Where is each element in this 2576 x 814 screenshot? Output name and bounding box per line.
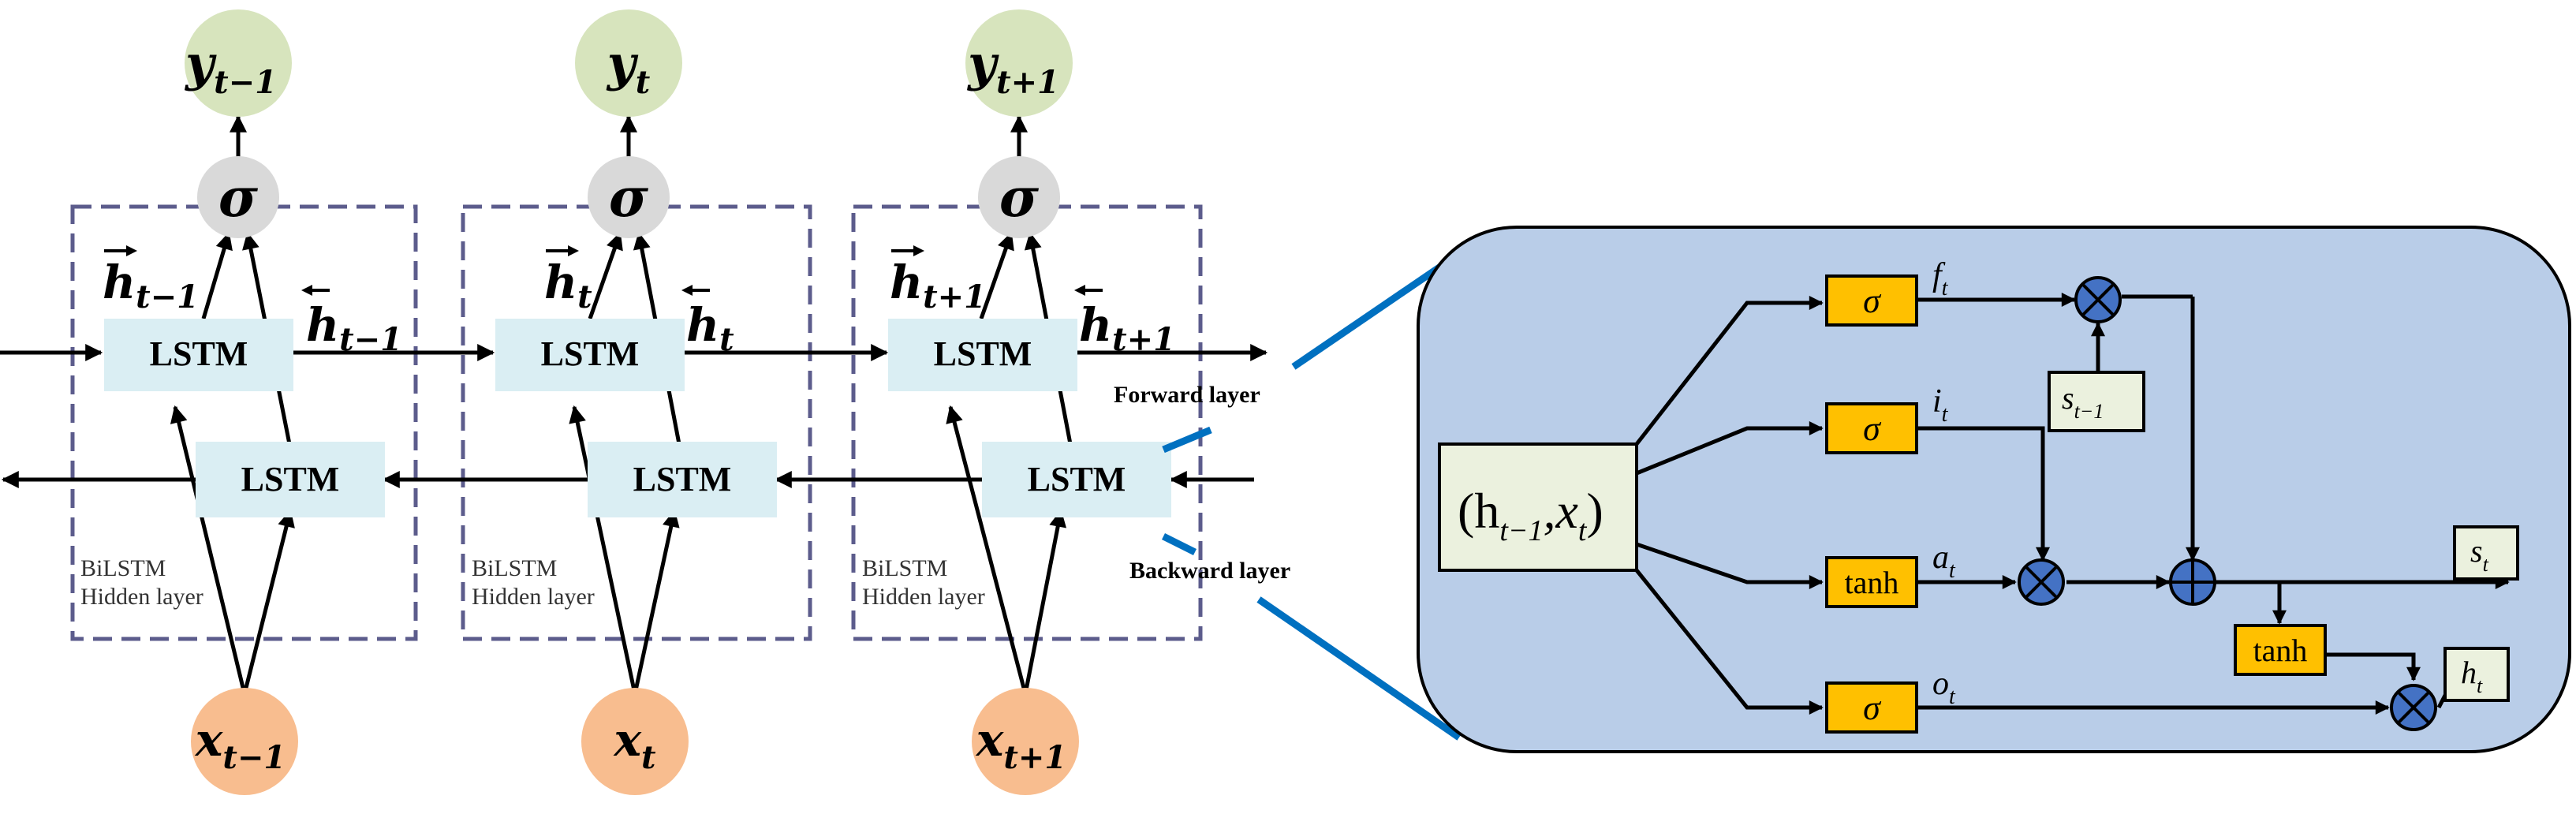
svg-text:σ: σ bbox=[1863, 282, 1882, 320]
backward-state-label-3: ht+1 bbox=[1074, 285, 1175, 358]
output-label: yt bbox=[606, 35, 651, 101]
output-label: yt−1 bbox=[184, 35, 277, 101]
svg-text:tanh: tanh bbox=[2253, 633, 2308, 668]
svg-text:ht: ht bbox=[686, 298, 734, 358]
input-gate: σ bbox=[1825, 402, 1918, 454]
forward-state-label-2: ht bbox=[544, 245, 592, 316]
svg-text:σ: σ bbox=[1863, 409, 1882, 448]
svg-text:ht+1: ht+1 bbox=[890, 256, 986, 316]
sigma-node-3: σ bbox=[978, 156, 1060, 238]
input-node-3: xt+1 bbox=[972, 688, 1079, 795]
lstm-label: LSTM bbox=[150, 334, 248, 373]
multiply-forget-icon bbox=[2074, 276, 2122, 323]
input-label: xt bbox=[612, 713, 656, 776]
lstm-label: LSTM bbox=[633, 460, 732, 498]
fanout-forget bbox=[1635, 296, 1824, 446]
backward-lstm-3: LSTM bbox=[982, 442, 1171, 517]
candidate-signal-label: at bbox=[1932, 540, 1956, 583]
forget-gate: σ bbox=[1825, 274, 1918, 327]
forward-state-label-1: ht−1 bbox=[103, 245, 199, 316]
svg-text:st−1: st−1 bbox=[2062, 380, 2104, 423]
cell-input-box: (ht−1,xt) bbox=[1438, 442, 1638, 572]
backward-lstm-2: LSTM bbox=[588, 442, 777, 517]
svg-text:ht: ht bbox=[544, 256, 592, 316]
output-node-1: yt−1 bbox=[184, 9, 292, 117]
input-to-forward-3 bbox=[946, 405, 1028, 695]
input-signal-label: it bbox=[1932, 383, 1949, 427]
tanh-to-multiply bbox=[2325, 652, 2421, 681]
forward-lstm-3: LSTM bbox=[888, 319, 1077, 391]
input-to-backward-1 bbox=[242, 509, 295, 695]
input-node-2: xt bbox=[581, 688, 689, 795]
input-to-backward-3 bbox=[1023, 509, 1067, 695]
svg-text:(ht−1,xt): (ht−1,xt) bbox=[1458, 483, 1603, 547]
svg-text:ht: ht bbox=[2461, 655, 2483, 697]
backward-state-label-2: ht bbox=[681, 285, 734, 358]
forward-layer-label: Forward layer bbox=[1114, 382, 1260, 408]
new-state-box: st bbox=[2453, 525, 2519, 581]
svg-text:σ: σ bbox=[1863, 689, 1882, 727]
prev-state-box: st−1 bbox=[2048, 371, 2145, 432]
forward-to-sigma-2 bbox=[588, 231, 623, 319]
sigma-node-1: σ bbox=[197, 156, 279, 238]
output-node-3: yt+1 bbox=[965, 9, 1073, 117]
svg-text:tanh: tanh bbox=[1845, 565, 1899, 600]
sigma-node-2: σ bbox=[588, 156, 670, 238]
state-tanh-box: tanh bbox=[2234, 624, 2327, 676]
input-to-forward-1 bbox=[170, 405, 247, 695]
svg-text:st: st bbox=[2470, 533, 2489, 576]
fanout-input bbox=[1636, 421, 1824, 476]
candidate-gate: tanh bbox=[1825, 556, 1918, 608]
sigma-symbol: σ bbox=[218, 166, 259, 230]
input-node-1: xt−1 bbox=[191, 688, 298, 795]
svg-text:ht−1: ht−1 bbox=[306, 298, 402, 358]
input-gate-to-multiply bbox=[1917, 426, 2050, 562]
svg-text:ht−1: ht−1 bbox=[103, 256, 199, 316]
backward-state-label-1: ht−1 bbox=[301, 285, 402, 358]
svg-text:ht+1: ht+1 bbox=[1079, 298, 1175, 358]
forward-lstm-1: LSTM bbox=[104, 319, 293, 391]
forward-state-label-3: ht+1 bbox=[890, 245, 986, 316]
lstm-label: LSTM bbox=[241, 460, 340, 498]
fanout-candidate bbox=[1636, 542, 1824, 589]
input-label: xt−1 bbox=[194, 713, 286, 776]
backward-lstm-1: LSTM bbox=[196, 442, 385, 517]
input-label: xt+1 bbox=[975, 713, 1066, 776]
output-signal-label: ot bbox=[1932, 666, 1956, 709]
sigma-symbol: σ bbox=[999, 166, 1040, 230]
output-label: yt+1 bbox=[966, 35, 1059, 101]
lstm-label: LSTM bbox=[541, 334, 640, 373]
fanout-output bbox=[1635, 569, 1824, 715]
forward-to-sigma-3 bbox=[979, 231, 1014, 319]
forward-lstm-2: LSTM bbox=[495, 319, 685, 391]
input-to-backward-2 bbox=[633, 509, 680, 695]
multiply-output-icon bbox=[2390, 684, 2437, 731]
hidden-out-box: ht bbox=[2443, 647, 2510, 702]
lstm-cell-detail: (ht−1,xt) σ σ tanh bbox=[1417, 226, 2571, 753]
backward-layer-label: Backward layer bbox=[1129, 558, 1290, 584]
sigma-symbol: σ bbox=[609, 166, 649, 230]
add-state-icon bbox=[2169, 558, 2216, 606]
input-to-forward-2 bbox=[569, 405, 637, 695]
lstm-label: LSTM bbox=[934, 334, 1032, 373]
forward-to-sigma-1 bbox=[201, 231, 233, 319]
output-gate: σ bbox=[1825, 681, 1918, 734]
multiply-input-icon bbox=[2018, 558, 2065, 606]
output-node-2: yt bbox=[575, 9, 682, 117]
lstm-label: LSTM bbox=[1028, 460, 1126, 498]
